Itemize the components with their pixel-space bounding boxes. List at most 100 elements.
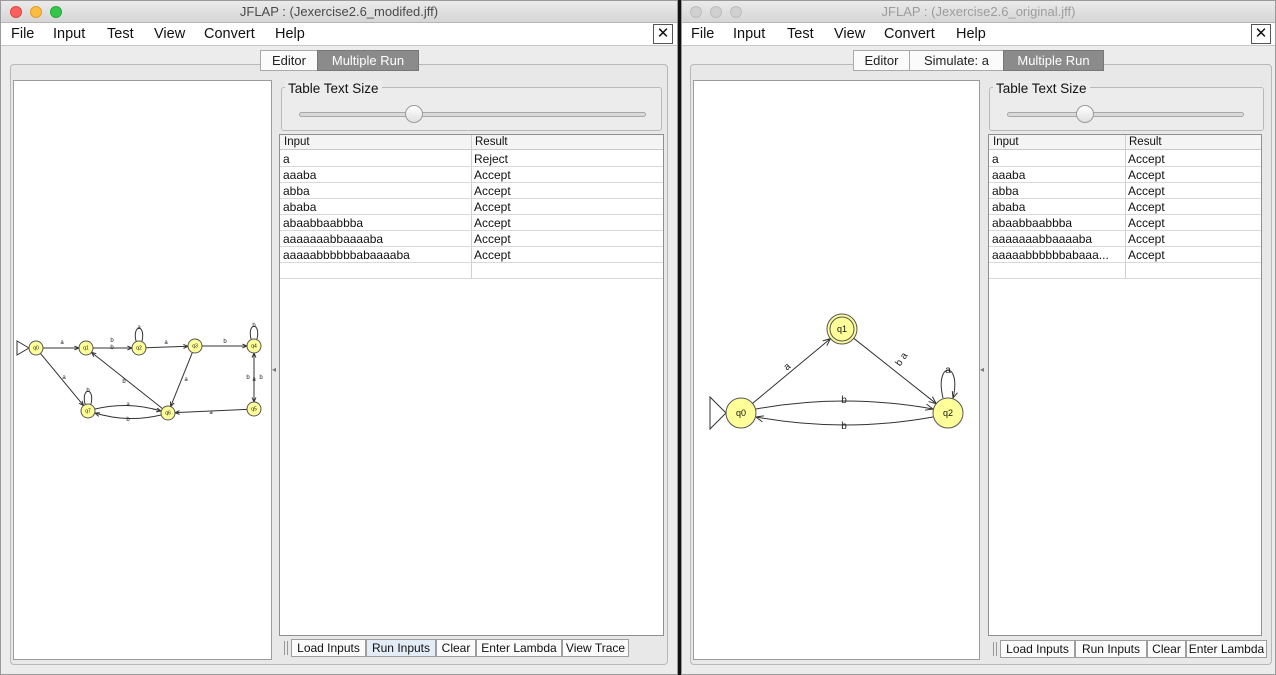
state-label: q5 — [251, 407, 257, 413]
split-divider-icon[interactable]: ◂ — [272, 365, 277, 374]
split-divider-icon[interactable]: ◂ — [980, 365, 985, 374]
menu-convert[interactable]: Convert — [884, 26, 935, 42]
transition-self-loop — [83, 390, 93, 405]
column-separator[interactable] — [471, 135, 472, 279]
menu-test[interactable]: Test — [787, 26, 814, 42]
text-size-slider-track[interactable] — [299, 112, 646, 117]
cell-input[interactable]: abaabbaabbba — [283, 216, 364, 230]
view-trace-button[interactable]: View Trace — [562, 639, 629, 657]
menu-convert[interactable]: Convert — [204, 26, 255, 42]
cell-input[interactable]: aaaaaaabbaaaaba — [283, 232, 384, 246]
initial-state-marker — [16, 340, 30, 356]
run-inputs-button[interactable]: Run Inputs — [366, 639, 436, 657]
menu-help[interactable]: Help — [275, 26, 305, 42]
table-row[interactable]: aaaaabbbbbbabaaa...Accept — [989, 247, 1261, 263]
clear-button[interactable]: Clear — [436, 639, 476, 657]
jflap-window-original: JFLAP : (Jexercise2.6_original.jff) File… — [681, 0, 1276, 675]
table-row[interactable]: abaabbaabbba Accept — [989, 215, 1261, 231]
cell-input[interactable]: aaaaaaabbaaaaba — [992, 232, 1093, 246]
toolbar-grip-icon[interactable] — [284, 641, 288, 655]
zoom-window-button[interactable] — [730, 6, 742, 18]
clear-button[interactable]: Clear — [1147, 640, 1186, 658]
cell-result: Accept — [1128, 216, 1165, 230]
transition-edge — [174, 408, 248, 414]
tab-multiple-run[interactable]: Multiple Run — [1003, 50, 1104, 71]
load-inputs-button[interactable]: Load Inputs — [291, 639, 366, 657]
cell-input[interactable]: aaaba — [283, 168, 317, 182]
title-bar[interactable]: JFLAP : (Jexercise2.6_modifed.jff) — [1, 1, 677, 23]
close-tab-icon[interactable]: ✕ — [653, 24, 673, 44]
run-inputs-button[interactable]: Run Inputs — [1075, 640, 1147, 658]
enter-lambda-button[interactable]: Enter Lambda — [1186, 640, 1267, 658]
tab-simulate-a[interactable]: Simulate: a — [909, 50, 1004, 71]
menu-input[interactable]: Input — [733, 26, 766, 42]
cell-input[interactable]: abba — [283, 184, 310, 198]
text-size-slider-thumb[interactable] — [1076, 105, 1095, 123]
cell-input[interactable]: ababa — [992, 200, 1026, 214]
close-window-button[interactable] — [690, 6, 702, 18]
minimize-window-button[interactable] — [30, 6, 42, 18]
button-bar: Load Inputs Run Inputs Clear Enter Lambd… — [991, 640, 1275, 658]
menu-test[interactable]: Test — [107, 26, 134, 42]
load-inputs-button[interactable]: Load Inputs — [1000, 640, 1075, 658]
cell-result: Accept — [1128, 200, 1165, 214]
cell-input[interactable]: ababa — [283, 200, 317, 214]
cell-input[interactable]: abba — [992, 184, 1019, 198]
close-tab-icon[interactable]: ✕ — [1251, 24, 1271, 44]
menu-view[interactable]: View — [834, 26, 866, 42]
tab-multiple-run[interactable]: Multiple Run — [317, 50, 419, 71]
cell-input[interactable]: a — [992, 152, 999, 166]
title-bar[interactable]: JFLAP : (Jexercise2.6_original.jff) — [682, 1, 1275, 23]
menu-view[interactable]: View — [154, 26, 186, 42]
cell-input[interactable]: aaaaabbbbbbabaaaaba — [283, 248, 410, 262]
menu-file[interactable]: File — [11, 26, 35, 42]
transition-arrowhead — [925, 403, 935, 411]
table-row-empty[interactable] — [989, 263, 1261, 279]
transition-edge — [40, 353, 84, 406]
state-node — [28, 340, 44, 356]
header-input[interactable]: Input — [284, 136, 310, 148]
menu-input[interactable]: Input — [53, 26, 86, 42]
cell-input[interactable]: aaaaabbbbbbabaaa... — [992, 248, 1109, 262]
state-label: q3 — [192, 344, 198, 350]
transition-label: a — [782, 361, 794, 373]
toolbar-grip-icon[interactable] — [993, 642, 997, 656]
header-result[interactable]: Result — [1129, 136, 1162, 148]
table-row[interactable]: ababa Accept — [989, 199, 1261, 215]
enter-lambda-button[interactable]: Enter Lambda — [476, 639, 562, 657]
cell-input[interactable]: a — [283, 152, 290, 166]
menu-file[interactable]: File — [691, 26, 715, 42]
minimize-window-button[interactable] — [710, 6, 722, 18]
text-size-slider-thumb[interactable] — [404, 105, 423, 123]
table-row-empty[interactable] — [280, 263, 663, 279]
cell-input[interactable]: abaabbaabbba — [992, 216, 1073, 230]
tab-editor[interactable]: Editor — [853, 50, 910, 71]
header-result[interactable]: Result — [475, 136, 508, 148]
jflap-window-modified: JFLAP : (Jexercise2.6_modifed.jff) File … — [0, 0, 678, 675]
cell-input[interactable]: aaaba — [992, 168, 1026, 182]
menu-help[interactable]: Help — [956, 26, 986, 42]
column-separator[interactable] — [1125, 135, 1126, 279]
text-size-slider-track[interactable] — [1007, 112, 1244, 117]
tab-editor[interactable]: Editor — [260, 50, 318, 71]
state-label: q4 — [251, 344, 257, 350]
header-input[interactable]: Input — [993, 136, 1019, 148]
zoom-window-button[interactable] — [50, 6, 62, 18]
close-window-button[interactable] — [10, 6, 22, 18]
